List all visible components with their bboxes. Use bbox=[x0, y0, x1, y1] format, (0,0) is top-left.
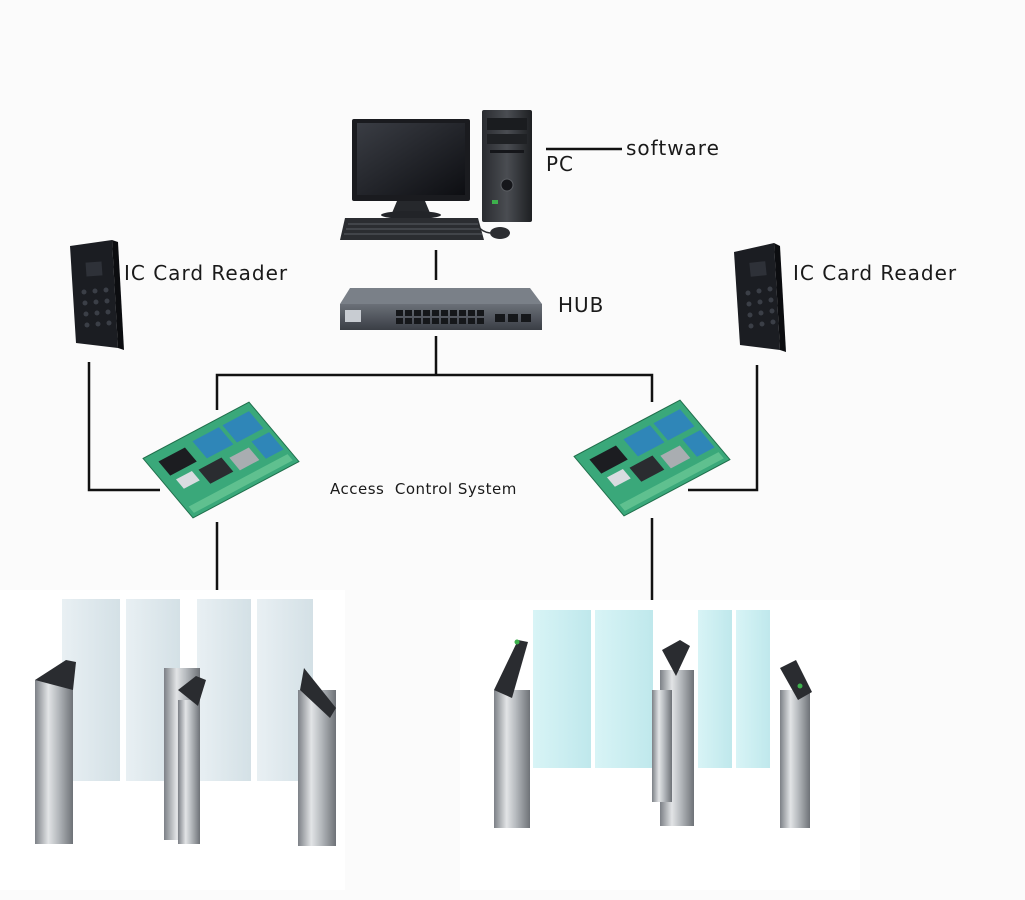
controller-board-icon-right bbox=[573, 399, 731, 517]
controller-board-icon-left bbox=[142, 401, 300, 519]
card-reader-label-right: IC Card Reader bbox=[793, 261, 958, 285]
wires bbox=[87, 147, 759, 616]
software-label: software bbox=[626, 136, 720, 160]
card-reader-label-left: IC Card Reader bbox=[124, 261, 289, 285]
wire-reader-right bbox=[688, 365, 759, 492]
pc-icon bbox=[340, 110, 532, 240]
wire-hub-bus bbox=[215, 373, 654, 410]
turnstile-gate-icon-left bbox=[0, 590, 345, 890]
hub-label: HUB bbox=[558, 293, 605, 317]
card-reader-icon-left bbox=[70, 240, 124, 350]
access-control-label: Access Control System bbox=[330, 480, 517, 498]
card-reader-icon-right bbox=[734, 243, 786, 352]
pc-label: PC bbox=[546, 152, 575, 176]
turnstile-gate-icon-right bbox=[460, 600, 860, 890]
hub-icon bbox=[340, 288, 542, 330]
wire-reader-left bbox=[87, 362, 160, 492]
